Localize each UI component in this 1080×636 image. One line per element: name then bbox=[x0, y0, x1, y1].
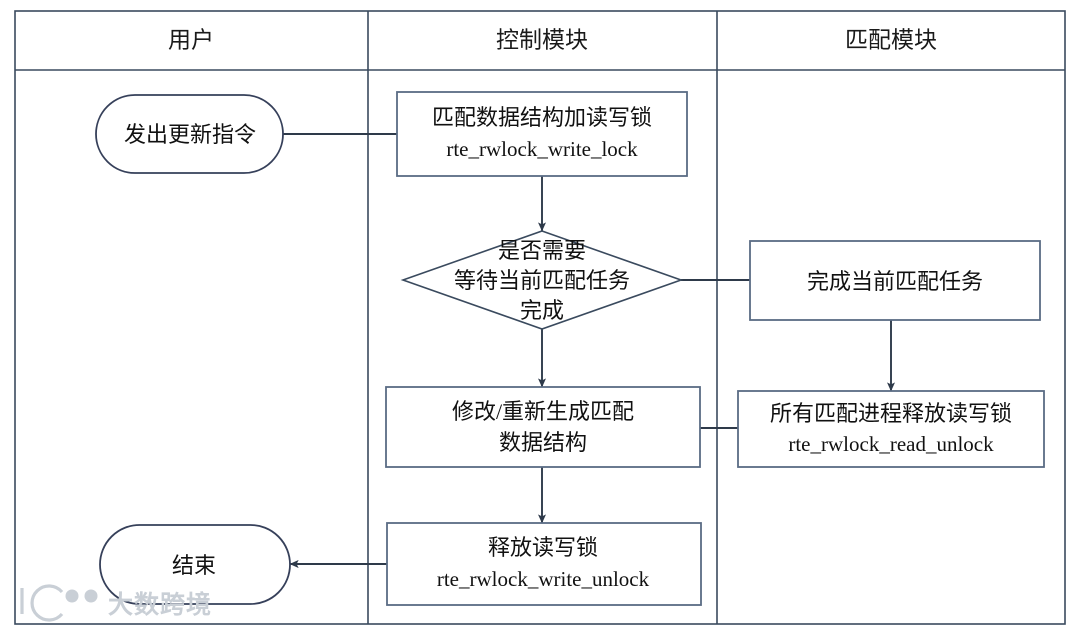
node-end-shape[interactable] bbox=[99, 524, 291, 605]
node-write-unlock-line1: 释放读写锁 bbox=[488, 535, 598, 560]
node-end[interactable]: 结束 bbox=[99, 524, 291, 605]
node-write-lock-shape[interactable] bbox=[396, 91, 688, 177]
node-finish-current-task-shape[interactable] bbox=[749, 240, 1041, 321]
node-rebuild-struct-shape[interactable] bbox=[385, 386, 701, 468]
lane-title-user: 用户 bbox=[168, 27, 214, 52]
node-rebuild-struct-line1: 修改/重新生成匹配 bbox=[452, 399, 634, 424]
watermark: 大数跨境 bbox=[20, 584, 212, 622]
diagram-outer-border bbox=[14, 10, 1066, 625]
node-decision-wait-shape[interactable] bbox=[400, 230, 684, 330]
watermark-logo-dot-1 bbox=[65, 589, 79, 603]
node-rebuild-struct[interactable]: 修改/重新生成匹配 数据结构 bbox=[385, 386, 701, 468]
watermark-logo-arc bbox=[30, 584, 64, 622]
node-end-label: 结束 bbox=[172, 553, 216, 578]
watermark-logo-dot-2 bbox=[84, 589, 98, 603]
node-read-unlock-shape[interactable] bbox=[737, 390, 1045, 468]
watermark-text: 大数跨境 bbox=[108, 590, 212, 619]
node-decision-wait-line2: 等待当前匹配任务 bbox=[454, 268, 630, 293]
lane-title-match: 匹配模块 bbox=[845, 27, 937, 52]
node-decision-wait-line3: 完成 bbox=[520, 298, 564, 323]
node-rebuild-struct-line2: 数据结构 bbox=[499, 430, 587, 455]
swimlane-frame bbox=[14, 10, 1066, 625]
node-start[interactable]: 发出更新指令 bbox=[95, 94, 284, 174]
edge-layer bbox=[283, 133, 895, 568]
node-decision-wait-line1: 是否需要 bbox=[498, 238, 586, 263]
node-decision-wait[interactable]: 是否需要 等待当前匹配任务 完成 bbox=[400, 230, 684, 330]
node-write-lock-line2: rte_rwlock_write_lock bbox=[446, 137, 638, 161]
node-write-unlock-line2: rte_rwlock_write_unlock bbox=[437, 567, 650, 591]
node-finish-current-task[interactable]: 完成当前匹配任务 bbox=[749, 240, 1041, 321]
node-start-shape[interactable] bbox=[95, 94, 284, 174]
node-write-lock[interactable]: 匹配数据结构加读写锁 rte_rwlock_write_lock bbox=[396, 91, 688, 177]
node-read-unlock[interactable]: 所有匹配进程释放读写锁 rte_rwlock_read_unlock bbox=[737, 390, 1045, 468]
node-start-label: 发出更新指令 bbox=[124, 122, 256, 147]
lane-title-control: 控制模块 bbox=[496, 27, 588, 52]
node-write-unlock-shape[interactable] bbox=[386, 522, 702, 606]
node-read-unlock-line1: 所有匹配进程释放读写锁 bbox=[770, 401, 1012, 426]
node-write-unlock[interactable]: 释放读写锁 rte_rwlock_write_unlock bbox=[386, 522, 702, 606]
node-finish-current-task-label: 完成当前匹配任务 bbox=[807, 269, 983, 294]
node-read-unlock-line2: rte_rwlock_read_unlock bbox=[788, 432, 994, 456]
node-write-lock-line1: 匹配数据结构加读写锁 bbox=[432, 105, 652, 130]
